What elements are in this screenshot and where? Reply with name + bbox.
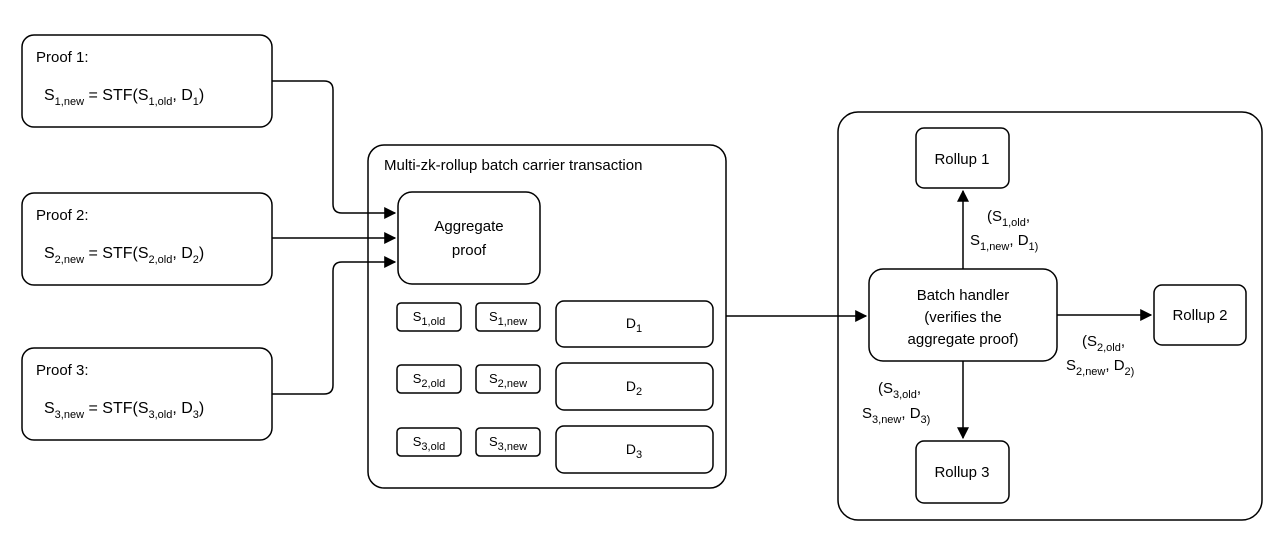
s-old-label: S2,old <box>413 371 446 390</box>
proof-2-title: Proof 2: <box>36 207 89 224</box>
proof-3-title: Proof 3: <box>36 362 89 379</box>
s-old-label: S3,old <box>413 434 446 453</box>
proof-3-equation: S3,new = STF(S3,old, D3) <box>44 400 204 421</box>
rollup-2-box: Rollup 2 <box>1153 284 1247 346</box>
carrier-row-2: S2,old S2,new D2 <box>396 362 714 411</box>
batch-handler-label-1: Batch handler <box>917 287 1010 304</box>
d-cell <box>555 300 714 348</box>
rollup-3-label: Rollup 3 <box>934 464 989 481</box>
s-new-label: S3,new <box>489 434 527 453</box>
d-label: D2 <box>626 378 642 398</box>
rollup-2-label: Rollup 2 <box>1172 307 1227 324</box>
proof-1-equation: S1,new = STF(S1,old, D1) <box>44 87 204 108</box>
aggregate-proof-box: Aggregate proof <box>397 191 541 285</box>
d-label: D1 <box>626 315 642 335</box>
svg-text:(S2,old,: (S2,old, <box>1082 333 1125 354</box>
aggregate-proof-label-1: Aggregate <box>434 218 503 235</box>
aggregate-proof-label-2: proof <box>452 242 487 259</box>
batch-handler-label-3: aggregate proof) <box>908 331 1019 348</box>
batch-handler-box: Batch handler (verifies the aggregate pr… <box>868 268 1058 362</box>
s-new-cell <box>475 364 541 394</box>
proof-3-box: Proof 3: S3,new = STF(S3,old, D3) <box>21 347 273 441</box>
carrier-row-3: S3,old S3,new D3 <box>396 425 714 474</box>
s-new-cell <box>475 427 541 457</box>
batch-handler-label-2: (verifies the <box>924 309 1002 326</box>
carrier-title: Multi-zk-rollup batch carrier transactio… <box>384 157 642 174</box>
svg-text:(S3,old,: (S3,old, <box>878 380 921 401</box>
rollup-3-box: Rollup 3 <box>915 440 1010 504</box>
s-old-cell <box>396 302 462 332</box>
rollup-1-edge-label: (S1,old, S1,new, D1) <box>970 208 1038 253</box>
s-new-cell <box>475 302 541 332</box>
rollup-2-edge-label: (S2,old, S2,new, D2) <box>1066 333 1134 378</box>
proof-1-to-aggregate-arrow <box>272 80 397 219</box>
s-old-cell <box>396 427 462 457</box>
proof-3-to-aggregate-arrow <box>272 256 397 395</box>
proof-1-title: Proof 1: <box>36 49 89 66</box>
svg-text:(S1,old,: (S1,old, <box>987 208 1030 229</box>
proof-1-box: Proof 1: S1,new = STF(S1,old, D1) <box>21 34 273 128</box>
rollup-3-edge-label: (S3,old, S3,new, D3) <box>862 380 930 426</box>
d-label: D3 <box>626 441 642 461</box>
svg-text:S2,new, D2): S2,new, D2) <box>1066 357 1134 378</box>
carrier-row-1: S1,old S1,new D1 <box>396 300 714 348</box>
s-new-label: S1,new <box>489 309 527 328</box>
svg-text:S1,new, D1): S1,new, D1) <box>970 232 1038 253</box>
rollup-1-label: Rollup 1 <box>934 151 989 168</box>
s-old-cell <box>396 364 462 394</box>
svg-text:S3,new, D3): S3,new, D3) <box>862 405 930 426</box>
d-cell <box>555 362 714 411</box>
s-old-label: S1,old <box>413 309 446 328</box>
d-cell <box>555 425 714 474</box>
rollup-1-box: Rollup 1 <box>915 127 1010 189</box>
proof-2-equation: S2,new = STF(S2,old, D2) <box>44 245 204 266</box>
s-new-label: S2,new <box>489 371 527 390</box>
proof-2-box: Proof 2: S2,new = STF(S2,old, D2) <box>21 192 273 286</box>
